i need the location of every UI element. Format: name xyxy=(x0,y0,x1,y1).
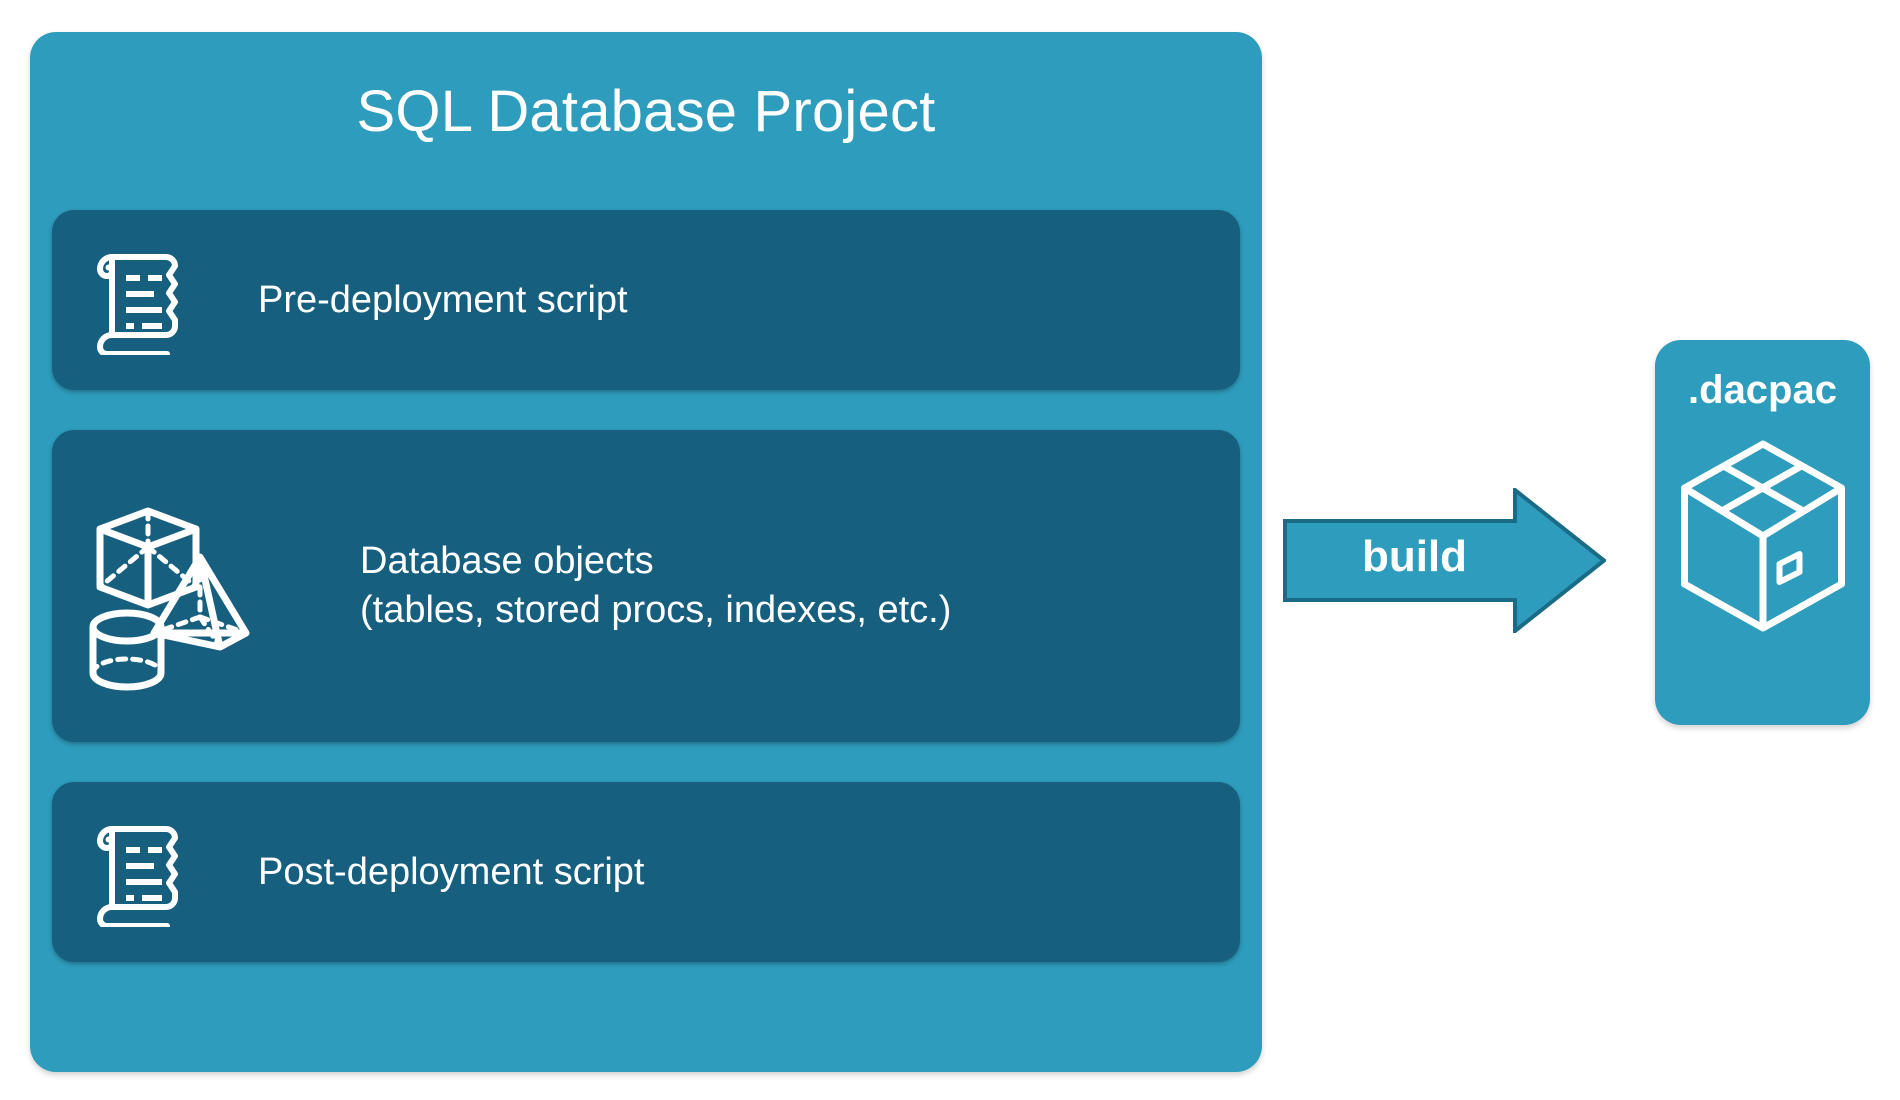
dacpac-output-box[interactable]: .dacpac xyxy=(1655,340,1870,725)
build-arrow-icon xyxy=(1283,488,1606,633)
card-post-deployment[interactable]: Post-deployment script xyxy=(52,782,1240,962)
shapes-icon xyxy=(82,471,312,701)
card-database-objects[interactable]: Database objects (tables, stored procs, … xyxy=(52,430,1240,742)
package-box-icon xyxy=(1675,436,1850,636)
page-title: SQL Database Project xyxy=(356,79,936,144)
card-label-database-objects: Database objects (tables, stored procs, … xyxy=(360,540,952,631)
card-label-post-deployment: Post-deployment script xyxy=(258,850,645,893)
card-pre-deployment[interactable]: Pre-deployment script xyxy=(52,210,1240,390)
scroll-icon xyxy=(82,245,186,355)
card-label-pre-deployment: Pre-deployment script xyxy=(258,278,628,321)
scroll-icon xyxy=(82,817,186,927)
sql-database-project-box: SQL Database Project xyxy=(30,32,1262,1072)
dacpac-title: .dacpac xyxy=(1688,368,1837,412)
build-arrow-label: build xyxy=(1361,532,1468,581)
